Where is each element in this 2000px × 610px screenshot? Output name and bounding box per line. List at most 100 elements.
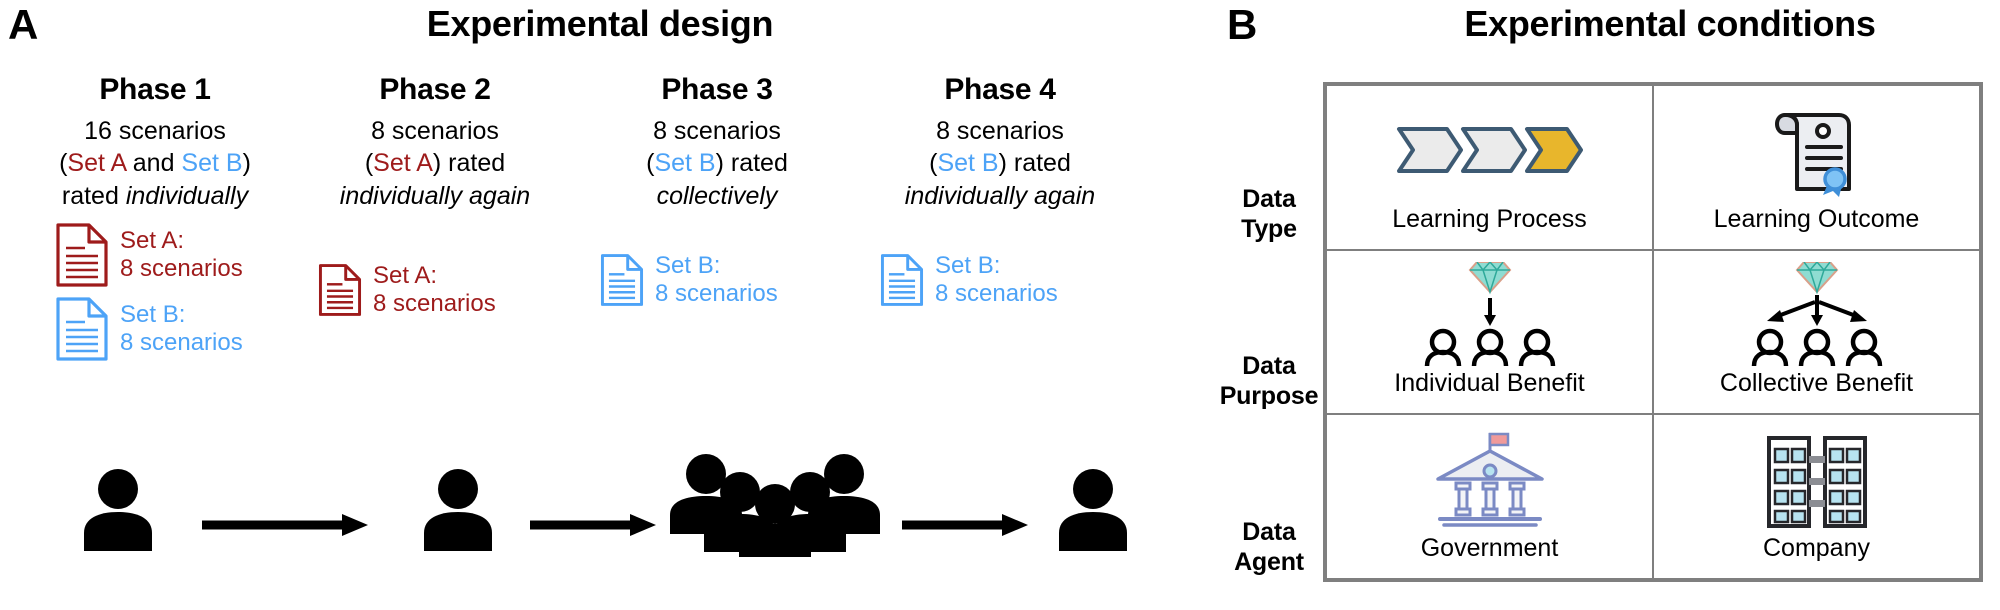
document-icon <box>56 223 108 287</box>
certificate-icon <box>1774 112 1851 197</box>
row-label-line-1: Data <box>1242 185 1296 213</box>
arrow-right-icon <box>530 514 656 536</box>
phase-2-heading: Phase 2 <box>379 73 491 106</box>
cell-caption: Company <box>1763 533 1870 562</box>
cell-caption: Collective Benefit <box>1719 369 1914 398</box>
chevron-process-icon <box>1396 126 1583 173</box>
condition-cell-company: Company <box>1653 414 1980 579</box>
phase-column-4: Phase 4 8 scenarios (Set B) rated indivi… <box>855 74 1145 212</box>
participant-flow <box>84 454 1127 557</box>
government-building-icon <box>1435 432 1544 527</box>
phase-3-line-3: collectively <box>656 181 778 210</box>
diamond-multi-arrow-icon <box>1751 262 1882 367</box>
condition-cell-individual-benefit: Individual Benefit <box>1326 249 1653 415</box>
phase-column-2: Phase 2 8 scenarios (Set A) rated indivi… <box>290 74 580 212</box>
phase-1-line-3: rated individually <box>10 180 300 213</box>
doc-set-name: Set B: <box>935 252 1001 279</box>
phase-column-1: Phase 1 16 scenarios (Set A and Set B) r… <box>10 74 300 212</box>
cell-artwork <box>1395 262 1585 367</box>
paren-open: ( <box>929 149 938 177</box>
phase-2-line-3: individually again <box>339 181 531 210</box>
cell-caption: Learning Process <box>1392 204 1587 233</box>
phase-1-heading: Phase 1 <box>99 73 211 106</box>
panel-a-letter: A <box>8 1 38 48</box>
document-icon <box>880 253 924 306</box>
paren-open: ( <box>364 149 374 177</box>
condition-cell-government: Government <box>1326 414 1653 579</box>
set-b-label: Set B <box>181 149 243 177</box>
cell-caption: Government <box>1420 533 1559 562</box>
phase-2-line-2: (Set A) rated <box>290 147 580 180</box>
set-b-label: Set B <box>654 149 716 177</box>
person-icon <box>424 469 492 551</box>
panel-a: A Experimental design Phase 1 16 scenari… <box>8 1 1145 557</box>
rating-mode: individually <box>125 181 249 210</box>
doc-set-count: 8 scenarios <box>120 329 243 356</box>
cell-artwork <box>1430 431 1550 527</box>
doc-set-count: 8 scenarios <box>373 289 496 317</box>
doc-row-phase-3-set-b: Set B: 8 scenarios <box>600 252 778 308</box>
row-label-line-1: Data <box>1242 518 1296 546</box>
condition-cell-learning-outcome: Learning Outcome <box>1653 85 1980 250</box>
doc-row-phase-2-set-a: Set A: 8 scenarios <box>318 262 496 318</box>
paren-open: ( <box>59 149 68 177</box>
person-icon <box>1059 469 1127 551</box>
cell-artwork <box>1722 262 1912 367</box>
doc-row-phase-1-set-a: Set A: 8 scenarios <box>55 222 243 288</box>
phase-1-description: 16 scenarios (Set A and Set B) rated ind… <box>10 115 300 213</box>
office-towers-icon <box>1766 435 1867 528</box>
group-of-people-icon <box>670 454 880 557</box>
doc-label: Set B: 8 scenarios <box>935 252 1058 308</box>
document-icon <box>600 253 644 306</box>
panel-b-letter: B <box>1227 1 1257 48</box>
panel-b-title: Experimental conditions <box>1464 3 1876 44</box>
cell-caption: Learning Outcome <box>1713 204 1920 233</box>
condition-cell-learning-process: Learning Process <box>1326 85 1653 250</box>
doc-set-name: Set B: <box>655 252 721 279</box>
doc-set-count: 8 scenarios <box>120 255 243 282</box>
conditions-table: Learning Process <box>1323 82 1983 582</box>
row-label-data-type: Data Type <box>1215 185 1323 244</box>
phase-3-heading: Phase 3 <box>661 73 773 106</box>
doc-row-phase-1-set-b: Set B: 8 scenarios <box>55 296 243 362</box>
doc-set-count: 8 scenarios <box>655 279 778 307</box>
row-label-line-1: Data <box>1242 352 1296 380</box>
paren-close: ) <box>242 149 251 177</box>
document-icon <box>318 263 362 316</box>
conjunction: and <box>125 149 182 177</box>
person-icon <box>84 469 152 551</box>
phase-1-line-1: 16 scenarios <box>84 116 226 145</box>
diamond-single-arrow-icon <box>1424 262 1555 367</box>
phase-4-line-1: 8 scenarios <box>936 116 1064 145</box>
cell-caption: Individual Benefit <box>1394 369 1585 398</box>
set-a-label: Set A <box>373 149 433 177</box>
doc-label: Set B: 8 scenarios <box>655 252 778 308</box>
row-label-data-agent: Data Agent <box>1215 518 1323 577</box>
rated-word: rated <box>61 181 126 210</box>
phase-3-line-2: (Set B) rated <box>572 147 862 180</box>
paren-close: ) rated <box>432 149 506 177</box>
phase-3-description: 8 scenarios (Set B) rated collectively <box>572 115 862 213</box>
phase-4-heading: Phase 4 <box>944 73 1056 106</box>
doc-set-name: Set A: <box>120 227 185 255</box>
doc-label: Set B: 8 scenarios <box>120 301 243 357</box>
doc-row-phase-4-set-b: Set B: 8 scenarios <box>880 252 1058 308</box>
cell-artwork <box>1395 102 1585 198</box>
paren-close: ) rated <box>998 149 1071 177</box>
cell-artwork <box>1773 102 1861 198</box>
phase-1-line-2: (Set A and Set B) <box>10 147 300 180</box>
document-icon <box>56 297 108 361</box>
paren-open: ( <box>646 149 655 177</box>
condition-cell-collective-benefit: Collective Benefit <box>1653 249 1980 415</box>
row-label-line-2: Type <box>1241 214 1297 243</box>
set-a-label: Set A <box>67 149 126 177</box>
doc-label: Set A: 8 scenarios <box>373 262 496 318</box>
phase-3-line-1: 8 scenarios <box>653 116 781 145</box>
arrow-right-icon <box>202 514 368 536</box>
phase-2-line-1: 8 scenarios <box>371 116 499 145</box>
set-b-label: Set B <box>937 149 999 177</box>
phase-4-description: 8 scenarios (Set B) rated individually a… <box>855 115 1145 213</box>
panel-b: B Experimental conditions Data Type Data… <box>1215 0 2000 610</box>
row-label-line-2: Agent <box>1234 547 1304 576</box>
